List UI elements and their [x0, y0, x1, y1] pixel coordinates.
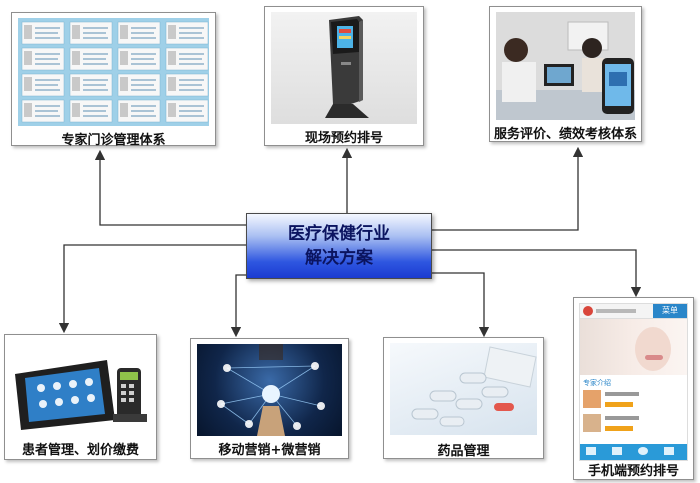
- nav-home-icon[interactable]: [586, 447, 596, 455]
- phone-screen-image: 菜单 专家介绍: [579, 303, 688, 461]
- pills-image: [390, 343, 537, 435]
- schedule-grid-graphic: [18, 18, 209, 126]
- phone-header-bar: 菜单: [580, 304, 687, 319]
- hospital-logo-icon: [583, 306, 593, 316]
- kiosk-image: [271, 12, 417, 124]
- kiosk-graphic: [325, 16, 369, 118]
- mobile-caption: 手机端预约排号: [587, 464, 679, 479]
- node-patient-payment: 患者管理、划价缴费: [4, 334, 157, 460]
- service-desk-image: [496, 12, 635, 120]
- banner-face-image: [580, 319, 687, 375]
- phone-bottom-nav[interactable]: [580, 444, 687, 460]
- expert-caption: 专家门诊管理体系: [61, 133, 166, 148]
- pos-terminal-image: [11, 340, 150, 436]
- section-title: 专家介绍: [583, 379, 611, 387]
- header-title-blur: [596, 309, 636, 313]
- line-to-drug: [432, 272, 490, 338]
- line-to-patient: [58, 244, 246, 334]
- service-desk-graphic: [496, 12, 635, 120]
- center-title-line1: 医疗保健行业: [288, 224, 390, 244]
- onsite-caption: 现场预约排号: [304, 131, 383, 146]
- nav-booking-icon[interactable]: [638, 447, 648, 455]
- expert-schedule-image: [18, 18, 209, 126]
- node-expert-clinic: 专家门诊管理体系: [11, 12, 216, 148]
- network-graphic: [217, 344, 325, 436]
- service-caption: 服务评价、绩效考核体系: [493, 127, 637, 142]
- node-onsite-queue: 现场预约排号: [264, 6, 424, 146]
- nav-more-icon[interactable]: [664, 447, 674, 455]
- node-service-evaluation: 服务评价、绩效考核体系: [489, 6, 642, 142]
- line-to-service: [432, 146, 584, 231]
- pos-terminal-graphic: [15, 360, 147, 430]
- center-node-solution: 医疗保健行业 解决方案: [246, 213, 432, 279]
- line-to-expert: [94, 149, 246, 226]
- node-mobile-booking: 菜单 专家介绍 手机端预约排号: [573, 297, 694, 480]
- patient-caption: 患者管理、划价缴费: [21, 443, 139, 458]
- nav-doctor-icon[interactable]: [612, 447, 622, 455]
- menu-tab[interactable]: 菜单: [653, 304, 687, 318]
- node-drug-management: 药品管理: [383, 337, 544, 459]
- network-image: [197, 344, 342, 436]
- marketing-caption: 移动营销+微营销: [218, 443, 321, 458]
- line-to-mobile: [432, 249, 642, 298]
- line-to-marketing: [230, 274, 246, 338]
- pills-graphic: [411, 346, 537, 427]
- node-mobile-marketing: 移动营销+微营销: [190, 338, 349, 459]
- center-title-line2: 解决方案: [305, 248, 373, 268]
- doctor-list: [583, 390, 684, 440]
- drug-caption: 药品管理: [437, 444, 490, 459]
